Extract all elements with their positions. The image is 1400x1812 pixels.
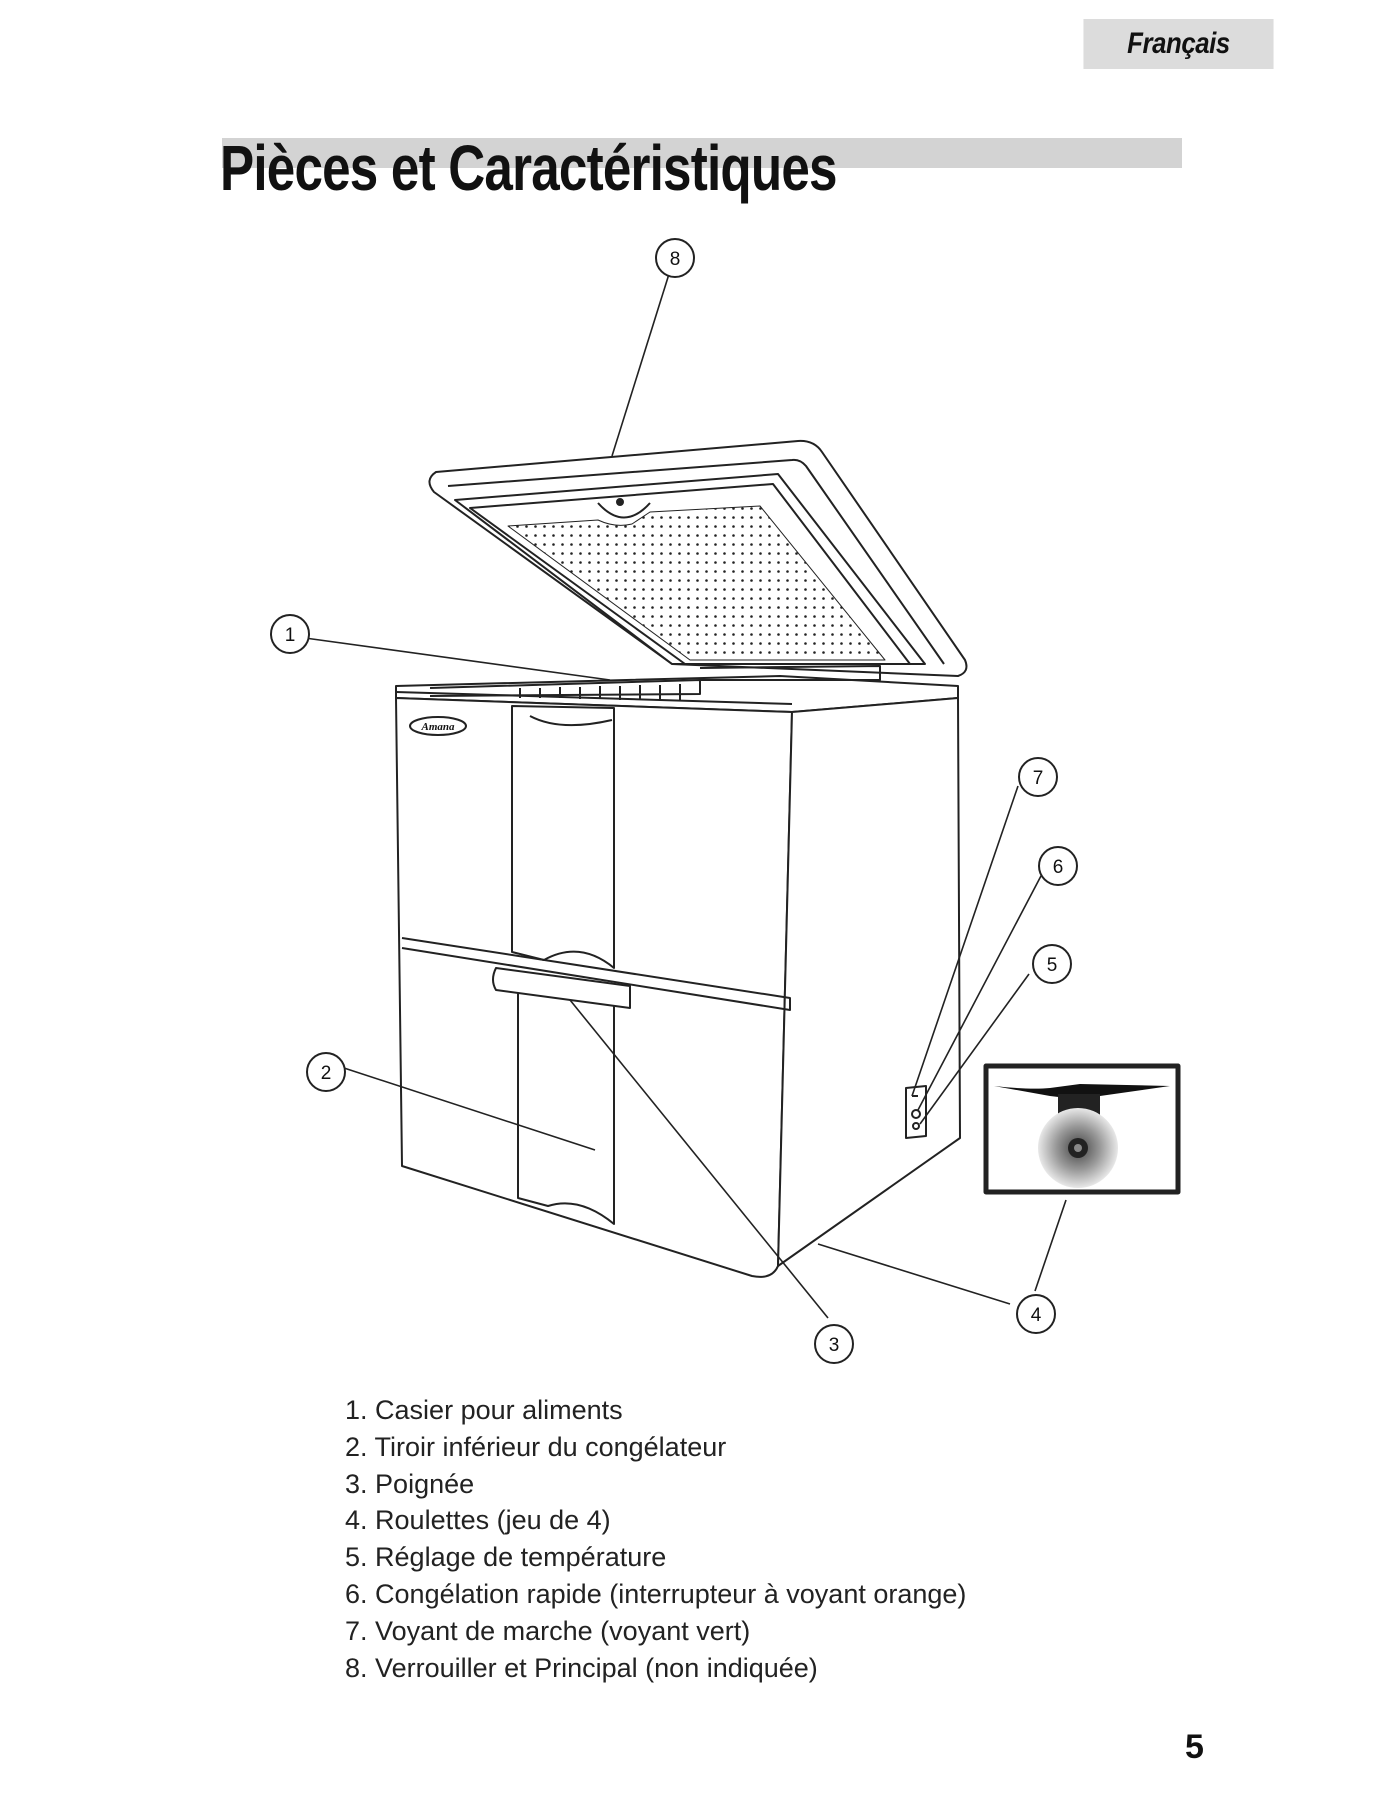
parts-list-item: 5. Réglage de température [345, 1542, 667, 1573]
parts-list-item: 2. Tiroir inférieur du congélateur [345, 1431, 727, 1462]
page-number: 5 [1185, 1728, 1204, 1766]
cabinet-top [395, 665, 959, 713]
cabinet-body [395, 697, 961, 1278]
callout-3: 3 [829, 1335, 840, 1356]
callout-7: 7 [1033, 768, 1044, 789]
callout-5: 5 [1047, 955, 1058, 976]
lid [428, 439, 968, 677]
parts-list-item: 3. Poignée [345, 1468, 475, 1499]
caster-detail-inset [983, 1063, 1181, 1195]
callout-6-circle [1038, 846, 1078, 886]
callout-1: 1 [285, 625, 296, 646]
language-tab: Français [1083, 19, 1274, 69]
parts-list-item: 7. Voyant de marche (voyant vert) [345, 1615, 751, 1646]
parts-list-item: 4. Roulettes (jeu de 4) [345, 1505, 611, 1536]
upper-drawer-recess [511, 705, 615, 969]
callout-3-circle [814, 1324, 854, 1364]
parts-list-item: 6. Congélation rapide (interrupteur à vo… [345, 1578, 967, 1609]
parts-list: 1. Casier pour aliments 2. Tiroir inféri… [345, 1392, 966, 1686]
callout-4: 4 [1031, 1305, 1042, 1326]
callout-6: 6 [1053, 857, 1064, 878]
callout-5-circle [1032, 944, 1072, 984]
brand-logo-text: Amana [420, 721, 455, 733]
callout-2: 2 [321, 1063, 332, 1084]
callout-1-circle [270, 614, 310, 654]
brand-badge [409, 716, 467, 736]
callout-4-circle [1016, 1294, 1056, 1334]
handle [492, 967, 631, 1009]
page-title: Pièces et Caractéristiques [220, 132, 837, 204]
callout-7-circle [1018, 757, 1058, 797]
parts-list-item: 1. Casier pour aliments [345, 1395, 623, 1425]
parts-list-item: 8. Verrouiller et Principal (non indiqué… [345, 1652, 818, 1683]
side-control-panel [905, 1085, 927, 1139]
callout-8: 8 [670, 249, 681, 270]
language-label: Français [1127, 27, 1230, 60]
title-underline-bar [222, 138, 1182, 168]
leader-lines [304, 273, 1067, 1319]
callout-2-circle [306, 1052, 346, 1092]
lower-drawer-recess [517, 981, 615, 1225]
callout-8-circle [655, 238, 695, 278]
